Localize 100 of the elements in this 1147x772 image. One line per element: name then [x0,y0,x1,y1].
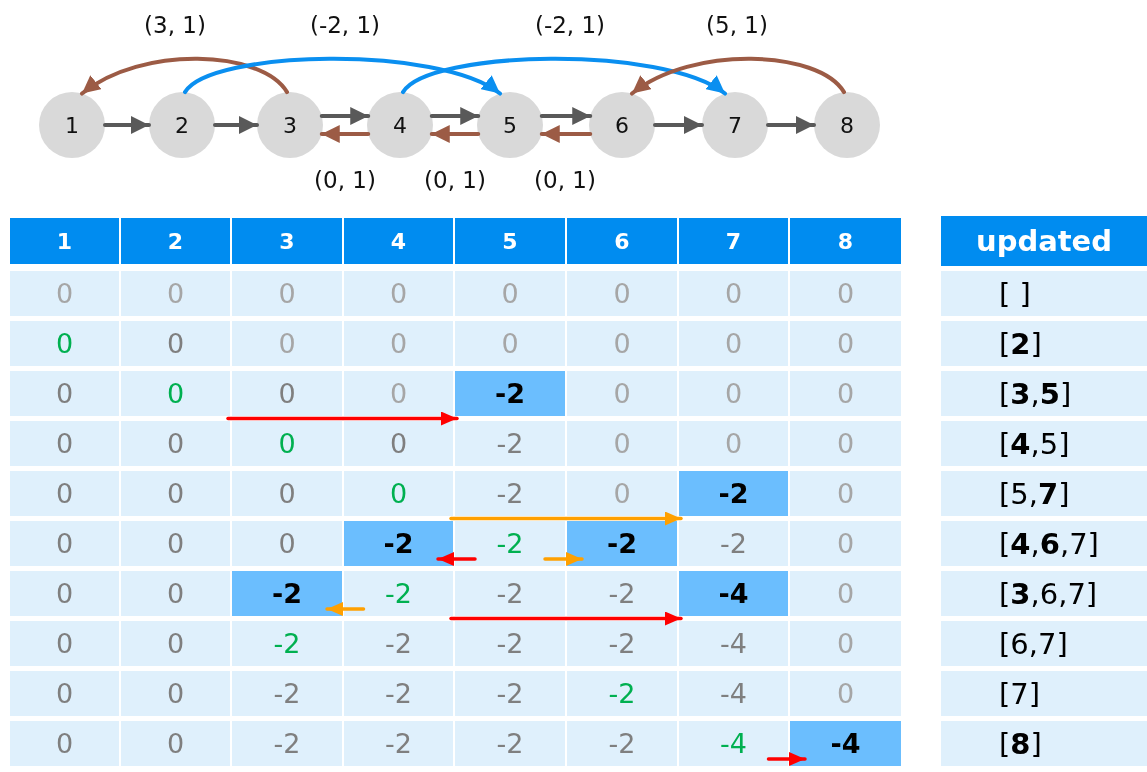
table-cell: 0 [10,421,119,466]
arrow [429,107,481,125]
column-header: 3 [232,218,342,264]
table-cell: -4 [679,721,788,766]
arrow [630,56,846,96]
table-cell: 0 [679,271,788,316]
table-cell: 0 [344,271,453,316]
table-cell: 0 [344,371,453,416]
table-cell: 0 [121,571,230,616]
table-cell: 0 [121,521,230,566]
table-cell: 0 [121,321,230,366]
table-cell: 0 [455,321,565,366]
table-cell: 0 [567,271,677,316]
table-cell: [7] [941,671,1147,716]
table-cell: 0 [10,371,119,416]
arrow [80,56,289,96]
table-cell: -2 [567,621,677,666]
node-circle: 8 [814,92,880,158]
table-cell: 0 [567,321,677,366]
table-cell: 0 [790,671,901,716]
column-header: 5 [455,218,565,264]
table-cell: 0 [455,271,565,316]
arrow [319,107,371,125]
arrow [183,56,502,96]
table-cell: -2 [567,571,677,616]
table-cell: 0 [790,471,901,516]
node-circle: 4 [367,92,433,158]
arrow [429,125,481,143]
table-cell: [3,6,7] [941,571,1147,616]
table-cell: -2 [232,671,342,716]
highlighted-cell: -4 [679,571,788,616]
table-cell: 0 [232,471,342,516]
table-cell: -2 [567,721,677,766]
table-cell: -2 [232,721,342,766]
table-cell: 0 [790,571,901,616]
table-cell: 0 [232,271,342,316]
column-header: 4 [344,218,453,264]
table-cell: -2 [344,721,453,766]
table-cell: 0 [567,421,677,466]
table-cell: 0 [10,521,119,566]
arrow [436,552,477,566]
table-cell: 0 [790,521,901,566]
arrow [449,511,683,526]
arrow [401,56,727,96]
table-cell: 0 [10,671,119,716]
table-cell: -2 [455,471,565,516]
table-cell: 0 [10,571,119,616]
highlighted-cell: -2 [344,521,453,566]
table-cell: 0 [121,471,230,516]
table-cell: 0 [10,721,119,766]
arrow [766,752,807,766]
table-cell: [4,5] [941,421,1147,466]
table-cell: 0 [232,321,342,366]
table-cell: 0 [790,271,901,316]
table-cell: 0 [232,371,342,416]
node-circle: 7 [702,92,768,158]
table-cell: -2 [455,671,565,716]
table-cell: 0 [121,421,230,466]
table-cell: -2 [455,421,565,466]
table-cell: 0 [121,671,230,716]
table-cell: 0 [679,321,788,366]
column-header: updated [941,216,1147,266]
arrow [226,411,459,426]
arrow [653,116,704,134]
table-cell: -2 [455,721,565,766]
table-cell: 0 [679,371,788,416]
node-circle: 1 [39,92,105,158]
table-cell: 0 [790,371,901,416]
table-cell: [ ] [941,271,1147,316]
table-cell: 0 [567,471,677,516]
arrow [319,125,371,143]
table-cell: [4,6,7] [941,521,1147,566]
arrow [213,116,259,134]
table-cell: 0 [10,321,119,366]
table-cell: 0 [232,521,342,566]
highlighted-cell: -2 [679,471,788,516]
table-cell: 0 [10,271,119,316]
node-circle: 5 [477,92,543,158]
column-header: 6 [567,218,677,264]
table-cell: -4 [679,621,788,666]
table-cell: 0 [790,621,901,666]
node-circle: 6 [589,92,655,158]
highlighted-cell: -4 [790,721,901,766]
arrow [766,116,816,134]
table-cell: 0 [567,371,677,416]
arrow [539,125,593,143]
table-cell: 0 [344,471,453,516]
table-cell: -2 [344,571,453,616]
arrow [543,552,584,566]
column-header: 8 [790,218,901,264]
table-cell: [3,5] [941,371,1147,416]
table-cell: -2 [232,621,342,666]
table-cell: 0 [121,621,230,666]
node-circle: 2 [149,92,215,158]
table-cell: 0 [121,271,230,316]
node-circle: 3 [257,92,323,158]
table-cell: -2 [344,621,453,666]
table-cell: [5,7] [941,471,1147,516]
table-cell: [2] [941,321,1147,366]
highlighted-cell: -2 [567,521,677,566]
